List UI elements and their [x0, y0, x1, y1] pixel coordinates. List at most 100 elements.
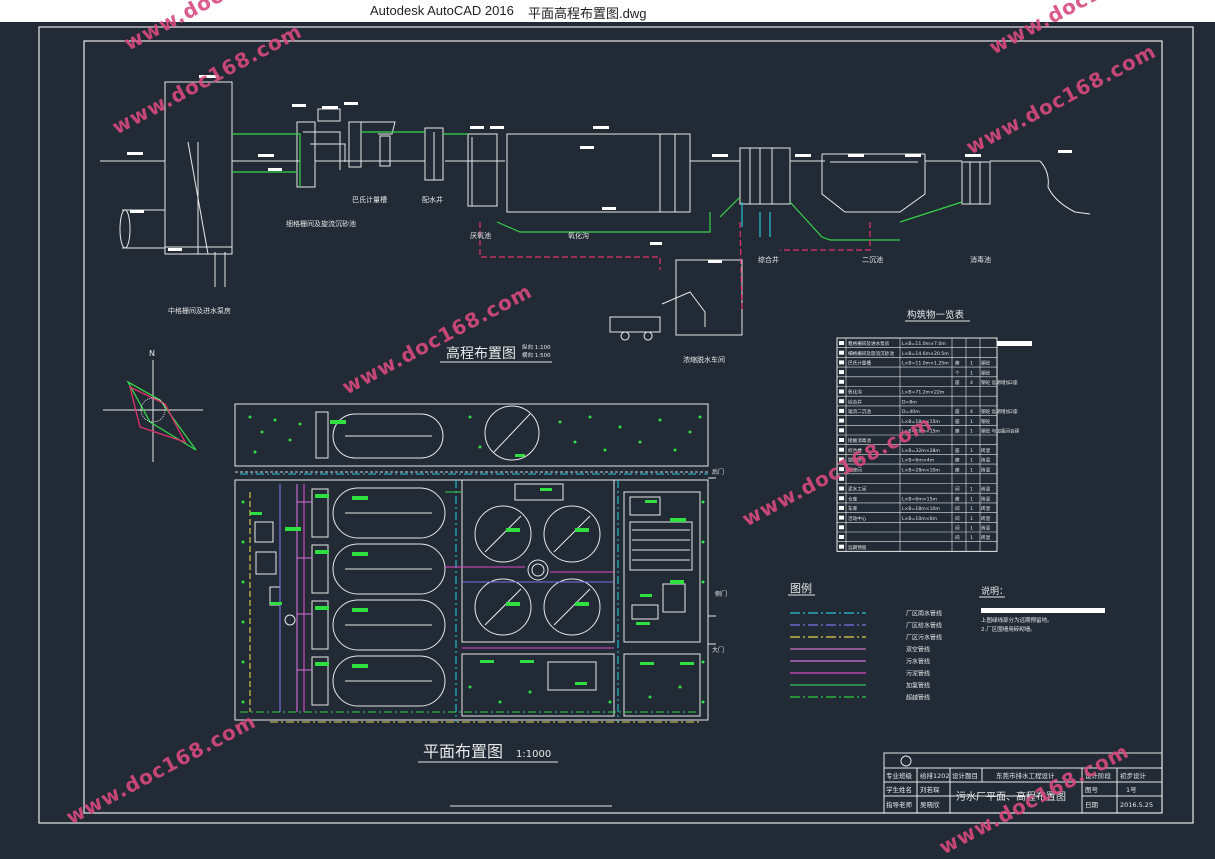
structure-note: 钢砼: [981, 418, 991, 425]
structure-dims: D=40m: [902, 409, 920, 415]
structure-note: 砖混: [981, 447, 991, 454]
legend-label: 厂区污水管线: [906, 634, 942, 642]
plan-title: 平面布置图: [423, 742, 503, 761]
structure-qty: 1: [970, 535, 973, 541]
structure-name: 锅炉房: [848, 457, 862, 464]
label-secondary: 二沉池: [862, 255, 883, 264]
gate-top-label: 后门: [712, 468, 724, 476]
structure-qty: 4: [970, 380, 973, 386]
structure-qty: 1: [970, 370, 973, 376]
structure-name: 接触消毒池: [848, 437, 871, 444]
structure-name: 仓库: [848, 495, 858, 502]
structure-note: 砖混: [981, 495, 991, 502]
legend-label: 污泥管线: [906, 670, 930, 678]
label-anaerobic: 厌氧池: [470, 231, 491, 240]
label-distribution: 配水井: [422, 195, 443, 204]
structure-name: 辐流二沉池: [848, 408, 871, 415]
structure-note: 砖混: [981, 515, 991, 522]
label-sludge-house: 浓缩脱水车间: [683, 355, 725, 364]
title-block: [883, 752, 1163, 814]
structure-qty: 1: [970, 506, 973, 512]
structure-unit: 座: [955, 466, 960, 473]
structure-note: 砖混: [981, 457, 991, 464]
structure-note: 钢砼 远期增加2座: [981, 379, 1018, 386]
tb-stage-value: 初步设计: [1120, 771, 1147, 780]
tb-design-label: 设计题目: [952, 771, 978, 780]
structure-unit: 座: [955, 447, 960, 454]
tb-date-label: 日期: [1085, 801, 1099, 809]
structure-name: 远期预留: [848, 544, 867, 551]
tb-stage-label: 设计阶段: [1085, 771, 1112, 780]
structure-note: 砖混: [981, 534, 991, 541]
label-inlet: 中格栅间及进水泵房: [168, 306, 231, 315]
structure-unit: 间: [955, 486, 960, 493]
elevation-profile: [100, 81, 1091, 341]
legend-label: 厂区雨水管线: [906, 610, 942, 618]
structure-dims: L×B=10m×6m: [902, 516, 938, 522]
structure-unit: 间: [955, 515, 960, 522]
structure-note: 钢砼: [981, 369, 991, 376]
structure-name: 活动中心: [848, 515, 867, 522]
structure-qty: 1: [970, 361, 973, 367]
tb-drawing-name: 污水厂平面、高程布置图: [956, 790, 1066, 803]
structure-qty: 4: [970, 409, 973, 415]
structure-dims: L×B=14.6m×20.5m: [902, 351, 949, 357]
structure-dims: L×B=18m×15m: [902, 419, 940, 425]
structure-note: 钢砼 与加氯间合建: [981, 428, 1020, 435]
structure-dims: L×B=32m×28m: [902, 448, 940, 454]
outer-frame: [38, 26, 1194, 824]
site-pipes: [240, 473, 708, 723]
structure-qty: 1: [970, 429, 973, 435]
drawing-canvas[interactable]: 中格栅间及进水泵房 细格栅间及旋流沉砂池 巴氏计量槽 配水井 厌氧池 氧化沟 综…: [0, 22, 1215, 832]
legend-label: 超越管线: [906, 694, 930, 702]
structure-unit: 座: [955, 495, 960, 502]
gate-main-label: 大门: [712, 646, 724, 654]
tb-student-value: 刘若琛: [920, 785, 940, 794]
elevation-scale-h: 横向 1:500: [522, 351, 551, 359]
structure-qty: 1: [970, 526, 973, 532]
legend-label: 厂区给水管线: [906, 622, 942, 630]
legend-label: 双空管线: [906, 646, 930, 654]
elevation-title: 高程布置图: [446, 345, 516, 362]
structure-name: 综合楼: [848, 447, 862, 454]
tb-major-label: 专业班级: [886, 771, 913, 780]
label-oxidation: 氧化沟: [568, 231, 589, 240]
label-flume: 巴氏计量槽: [352, 195, 387, 204]
structure-qty: 1: [970, 487, 973, 493]
structure-dims: L×B=6m×15m: [902, 496, 938, 502]
structure-unit: 座: [955, 457, 960, 464]
structures-title: 构筑物一览表: [907, 309, 965, 321]
elevation-scale-v: 纵向 1:100: [522, 343, 551, 351]
tb-major-value: 给排1202: [920, 771, 950, 780]
tb-sheet-label: 图号: [1085, 786, 1099, 794]
label-fine-screen: 细格栅间及旋流沉砂池: [286, 219, 356, 228]
structure-unit: 间: [955, 534, 960, 541]
legend-label: 加氯管线: [906, 682, 930, 690]
structure-qty: 1: [970, 448, 973, 454]
structure-dims: L×B=6m×4m: [902, 458, 935, 464]
structure-note: 砖混: [981, 505, 991, 512]
notes-redacted-bar: [981, 608, 1105, 613]
structure-qty: 1: [970, 496, 973, 502]
structure-note: 钢砼: [981, 360, 991, 367]
structure-qty: 1: [970, 516, 973, 522]
elevation-markers: [127, 75, 1072, 263]
tb-student-label: 学生姓名: [886, 785, 912, 794]
structure-name: 车库: [848, 505, 858, 512]
title-block-text: 专业班级 给排1202 设计题目 东莞市排水工程设计 设计阶段 初步设计 学生姓…: [886, 771, 1153, 809]
label-disinfection: 消毒池: [970, 255, 991, 264]
site-trees: [241, 415, 705, 704]
structure-dims: L×B=18m×10m: [902, 506, 940, 512]
window-title-bar: Autodesk AutoCAD 2016 平面高程布置图.dwg: [0, 0, 1215, 22]
north-arrow: N: [103, 349, 203, 462]
structure-unit: 间: [955, 505, 960, 512]
structure-qty: 1: [970, 467, 973, 473]
site-plan: [234, 403, 716, 721]
site-green-marks: [250, 420, 694, 685]
notes-line-2: 2.厂区围墙用砖砌墙。: [981, 625, 1036, 633]
gate-side-label: 侧门: [715, 590, 727, 598]
legend-title: 图例: [790, 581, 812, 595]
structure-dims: D=8m: [902, 399, 917, 405]
structure-dims: L×B=71.2m×22m: [902, 390, 945, 396]
